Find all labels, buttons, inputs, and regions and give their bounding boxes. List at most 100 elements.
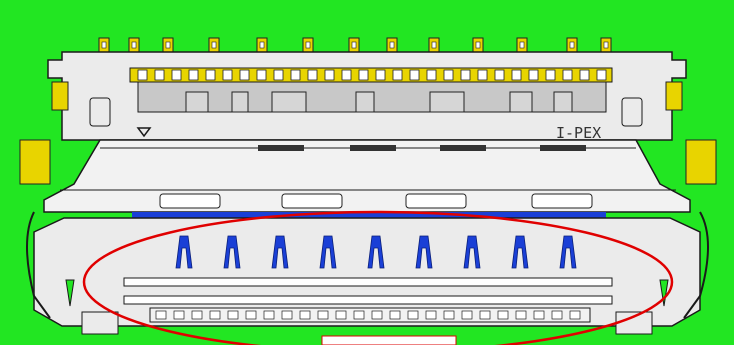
- blue-contact: [175, 235, 193, 269]
- strip-pin: [562, 69, 573, 81]
- bottom-pin: [335, 310, 347, 320]
- actuator-marks: [258, 145, 586, 151]
- bottom-pin: [245, 310, 257, 320]
- actuator-slots: [159, 193, 593, 209]
- blue-contact: [415, 235, 433, 269]
- strip-pin: [511, 69, 522, 81]
- strip-pin: [273, 69, 284, 81]
- strip-pin: [494, 69, 505, 81]
- top-terminal-hole: [519, 41, 525, 49]
- bottom-pin: [479, 310, 491, 320]
- actuator-slot: [531, 193, 593, 209]
- bottom-pin: [443, 310, 455, 320]
- recess-block: [271, 91, 307, 113]
- contact-strip: [129, 67, 613, 83]
- bottom-pin: [317, 310, 329, 320]
- recess-block: [231, 91, 249, 113]
- top-terminal-hole: [305, 41, 311, 49]
- gold-pad-right: [685, 139, 717, 185]
- strip-pin: [307, 69, 318, 81]
- triangle-marker-down-icon: [136, 127, 152, 138]
- latch-left: [89, 97, 111, 127]
- top-terminal-hole: [603, 41, 609, 49]
- rail-lower: [123, 295, 613, 305]
- blue-contact-row: [132, 212, 606, 218]
- strip-pin: [545, 69, 556, 81]
- bottom-pin: [155, 310, 167, 320]
- strip-pin: [460, 69, 471, 81]
- bottom-pin: [173, 310, 185, 320]
- actuator-grip: [350, 145, 396, 151]
- strip-pin: [256, 69, 267, 81]
- bottom-pin: [551, 310, 563, 320]
- rail-upper: [123, 277, 613, 287]
- bottom-pin: [497, 310, 509, 320]
- top-terminal-hole: [389, 41, 395, 49]
- top-terminal-hole: [431, 41, 437, 49]
- blue-contact: [559, 235, 577, 269]
- gold-pad-left: [19, 139, 51, 185]
- actuator-slot: [405, 193, 467, 209]
- strip-pin: [239, 69, 250, 81]
- strip-pins: [137, 69, 607, 81]
- recess-block: [509, 91, 533, 113]
- bottom-pin: [209, 310, 221, 320]
- top-terminal-hole: [131, 41, 137, 49]
- actuator-grip: [258, 145, 304, 151]
- blue-contact: [463, 235, 481, 269]
- strip-pin: [528, 69, 539, 81]
- recess-blocks: [185, 91, 573, 113]
- strip-pin: [596, 69, 607, 81]
- green-tab-left: [65, 279, 75, 307]
- recess-block: [553, 91, 573, 113]
- top-terminal-hole: [475, 41, 481, 49]
- bottom-pin: [191, 310, 203, 320]
- blue-contact: [223, 235, 241, 269]
- strip-pin: [205, 69, 216, 81]
- recess-block: [355, 91, 375, 113]
- top-terminal-hole: [259, 41, 265, 49]
- gold-ear-left: [51, 81, 69, 111]
- recess-block: [429, 91, 465, 113]
- blue-contacts: [175, 235, 577, 269]
- bottom-pin: [263, 310, 275, 320]
- strip-pin: [171, 69, 182, 81]
- strip-pin: [324, 69, 335, 81]
- wire-loop-left: [26, 211, 51, 319]
- blue-contact: [367, 235, 385, 269]
- pcb-white-tab: [321, 335, 457, 345]
- top-terminal-hole: [101, 41, 107, 49]
- blue-contact: [511, 235, 529, 269]
- strip-pin: [290, 69, 301, 81]
- green-tab-right: [659, 279, 669, 307]
- strip-pin: [358, 69, 369, 81]
- bottom-pin: [353, 310, 365, 320]
- top-terminal-hole: [351, 41, 357, 49]
- actuator-grip: [540, 145, 586, 151]
- bottom-pin: [425, 310, 437, 320]
- strip-pin: [341, 69, 352, 81]
- actuator-slot: [159, 193, 221, 209]
- bottom-pin: [407, 310, 419, 320]
- top-terminal-hole: [165, 41, 171, 49]
- bottom-pins: [155, 310, 581, 320]
- blue-contact: [271, 235, 289, 269]
- strip-pin: [392, 69, 403, 81]
- bottom-pin: [389, 310, 401, 320]
- bottom-pin: [569, 310, 581, 320]
- bottom-pin: [281, 310, 293, 320]
- top-terminal-hole: [211, 41, 217, 49]
- strip-pin: [426, 69, 437, 81]
- strip-pin: [137, 69, 148, 81]
- strip-pin: [375, 69, 386, 81]
- wire-loop-right: [683, 211, 709, 319]
- bottom-pin: [227, 310, 239, 320]
- gold-ear-right: [665, 81, 683, 111]
- strip-pin: [154, 69, 165, 81]
- bottom-pin: [461, 310, 473, 320]
- recess-block: [185, 91, 209, 113]
- bottom-pin: [299, 310, 311, 320]
- latch-right: [621, 97, 643, 127]
- actuator-grip: [440, 145, 486, 151]
